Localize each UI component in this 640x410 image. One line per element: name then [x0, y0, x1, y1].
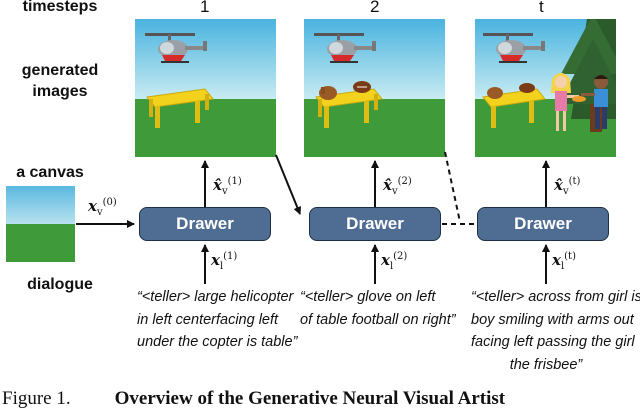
generated-images-label: generated images [21, 62, 99, 100]
canvas-label: a canvas [16, 164, 84, 181]
canvas-input-label: xv(0) [88, 197, 117, 218]
drawer-block-t: Drawer [477, 207, 609, 241]
empty-canvas-image [6, 186, 75, 262]
dialogue-line: “<teller> glove on left [300, 289, 436, 305]
dialogue-line: under the copter is table” [137, 334, 298, 350]
dialogue-line: boy smiling with arms out [471, 311, 634, 328]
timesteps-label: timesteps [22, 0, 98, 15]
football-icon [353, 81, 371, 93]
figure-number: Figure 1. [2, 388, 71, 409]
generated-image-t [475, 19, 616, 157]
generated-image-1 [135, 19, 276, 157]
figure-caption: Figure 1. Overview of the Generative Neur… [0, 388, 640, 410]
dialogue-line: the frisbee” [509, 356, 583, 373]
boy-icon [581, 75, 608, 129]
frisbee-icon [572, 96, 586, 102]
dialogue-text-1: “<teller> large helicopter in left cente… [137, 286, 297, 354]
dialogue-line: facing left passing the girl [471, 334, 635, 350]
generated-image-2 [304, 19, 445, 157]
glove-icon [319, 86, 337, 100]
dialogue-text-2: “<teller> glove on left of table footbal… [300, 286, 456, 331]
dialogue-line: “<teller> across from girl is [471, 289, 640, 305]
dialogue-line: in left centerfacing left [137, 311, 279, 328]
timestep-2: 2 [370, 0, 380, 16]
output-label-2: x̂v(2) [383, 176, 412, 197]
dialogue-label: dialogue [27, 276, 93, 293]
drawer-block-2: Drawer [309, 207, 441, 241]
figure-title: Overview of the Generative Neural Visual… [114, 388, 506, 409]
dialogue-line: of table football on right” [300, 311, 456, 328]
girl-icon [551, 73, 579, 131]
dialogue-line: “<teller> large helicopter [137, 289, 294, 305]
empty-canvas [6, 186, 75, 262]
dialog-input-label-t: xl(t) [552, 251, 576, 272]
output-label-1: x̂v(1) [213, 176, 242, 197]
dialog-input-label-1: xl(1) [211, 251, 238, 272]
timestep-1: 1 [200, 0, 210, 16]
output-label-t: x̂v(t) [554, 176, 581, 197]
dialog-input-label-2: xl(2) [381, 251, 408, 272]
dialogue-text-t: “<teller> across from girl is boy smilin… [471, 286, 640, 376]
table-icon [146, 88, 214, 128]
timestep-t: t [539, 0, 544, 16]
drawer-block-1: Drawer [139, 207, 271, 241]
helicopter-icon [145, 33, 207, 63]
